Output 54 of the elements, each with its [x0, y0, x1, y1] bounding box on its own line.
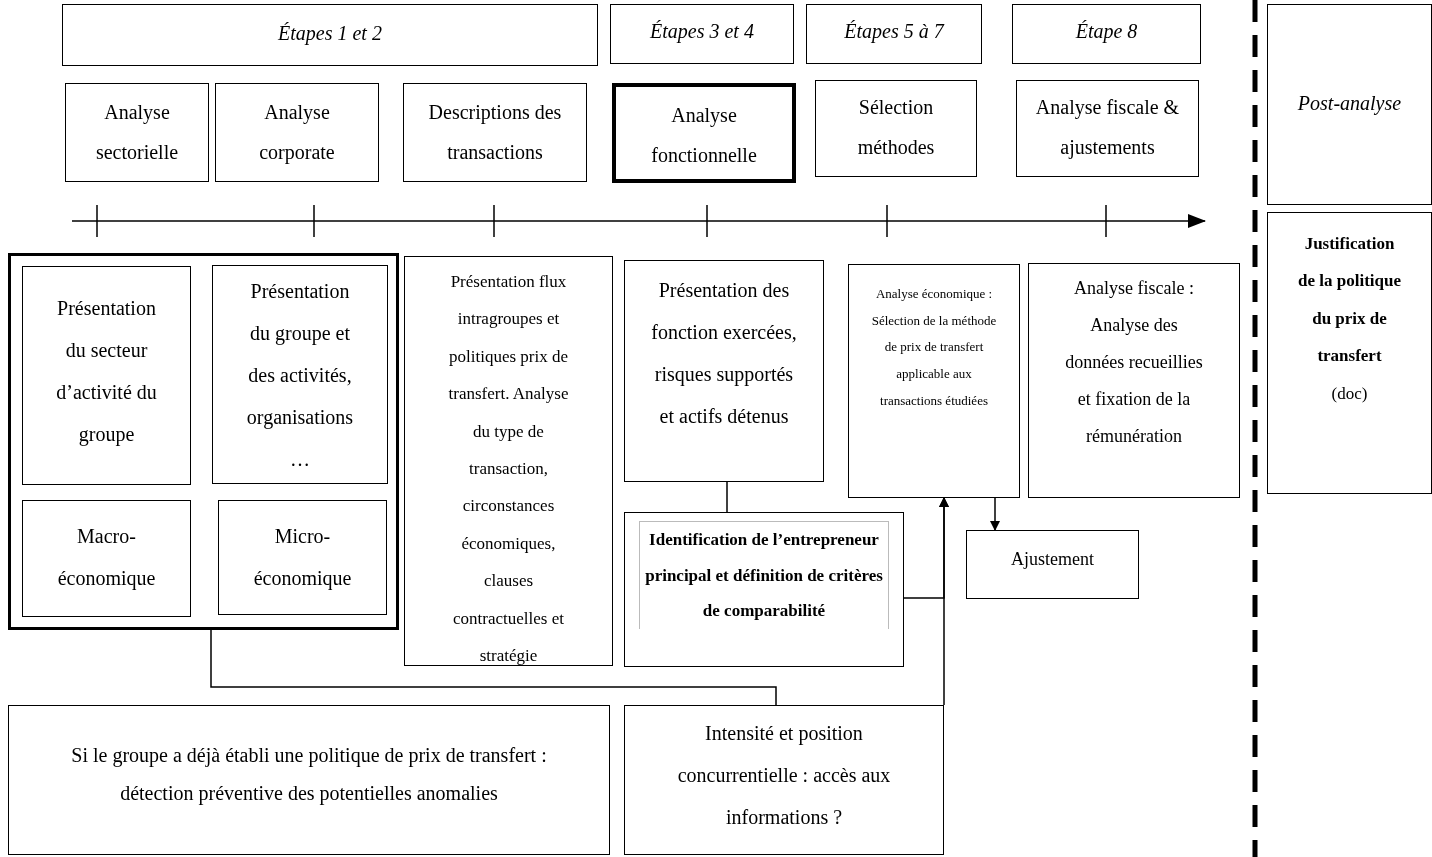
box-text: Sélection méthodes	[856, 95, 936, 160]
box-text: Identification de l’entrepreneur principal et définition de critères de comparabilité	[639, 521, 889, 630]
step-box	[612, 83, 796, 183]
arrow	[990, 497, 1000, 531]
box-text: (doc)	[1330, 382, 1369, 405]
step-box	[815, 80, 977, 177]
step-box	[848, 264, 1020, 498]
box-text: Étape 8	[1074, 19, 1139, 45]
step-box	[22, 266, 191, 485]
step-box	[624, 260, 824, 482]
box-text: Analyse fiscale : Analyse des données recueillies et fixation de la rémunération	[1064, 277, 1204, 448]
step-box	[1016, 80, 1199, 177]
arrow	[939, 497, 949, 706]
step-box	[404, 256, 613, 666]
box-text: Micro-économique	[252, 524, 353, 592]
box-text: Analyse économique : Sélection de la méthode de prix de transfert applicable aux transactions étudiées	[871, 285, 997, 410]
step-box	[22, 500, 191, 617]
box-text: Ajustement	[1010, 548, 1095, 571]
phase-header-box	[62, 4, 598, 66]
box-text: Intensité et position concurrentielle : accès aux informations ?	[676, 721, 892, 830]
step-box	[624, 512, 904, 667]
phase-header-box	[610, 4, 794, 64]
box-text: Étapes 5 à 7	[843, 19, 946, 45]
step-box	[218, 500, 387, 615]
box-text: Post-analyse	[1296, 91, 1403, 117]
phase-header-box	[1267, 4, 1432, 205]
connector-line	[726, 481, 728, 513]
step-box	[215, 83, 379, 182]
step-box	[1267, 212, 1432, 494]
phase-header-box	[806, 4, 982, 64]
box-text: Justification de la politique du prix de transfert	[1298, 233, 1401, 368]
step-box	[65, 83, 209, 182]
step-box	[212, 265, 388, 484]
box-text: Descriptions des transactions	[427, 100, 563, 165]
box-text: Si le groupe a déjà établi une politique de prix de transfert : détection préventive des potentielles anomalies	[70, 743, 548, 807]
box-text: Présentation du secteur d’activité du groupe	[55, 296, 158, 448]
box-text: Étapes 3 et 4	[649, 19, 755, 45]
step-box	[8, 705, 610, 855]
box-text: Macro-économique	[56, 524, 157, 592]
step-box	[624, 705, 944, 855]
box-text: Étapes 1 et 2	[277, 21, 383, 47]
box-text: Analyse sectorielle	[94, 100, 180, 165]
box-text: Analyse fiscale & ajustements	[1034, 95, 1181, 161]
box-text: Analyse corporate	[258, 100, 336, 166]
step-box	[1028, 263, 1240, 498]
box-text: Présentation du groupe et des activités, organisations …	[245, 279, 355, 472]
box-text: Présentation flux intragroupes et politiques prix de transfert. Analyse du type de transaction, circonstances économiques, clauses contractuelles et stratégie	[447, 271, 570, 667]
group-frame	[8, 253, 399, 630]
box-text: Analyse fonctionnelle	[650, 103, 758, 168]
phase-header-box	[1012, 4, 1201, 64]
box-text: Présentation des fonction exercées, risques supportés et actifs détenus	[650, 278, 798, 429]
connector-line	[210, 629, 777, 706]
step-box	[403, 83, 587, 182]
step-box	[966, 530, 1139, 599]
